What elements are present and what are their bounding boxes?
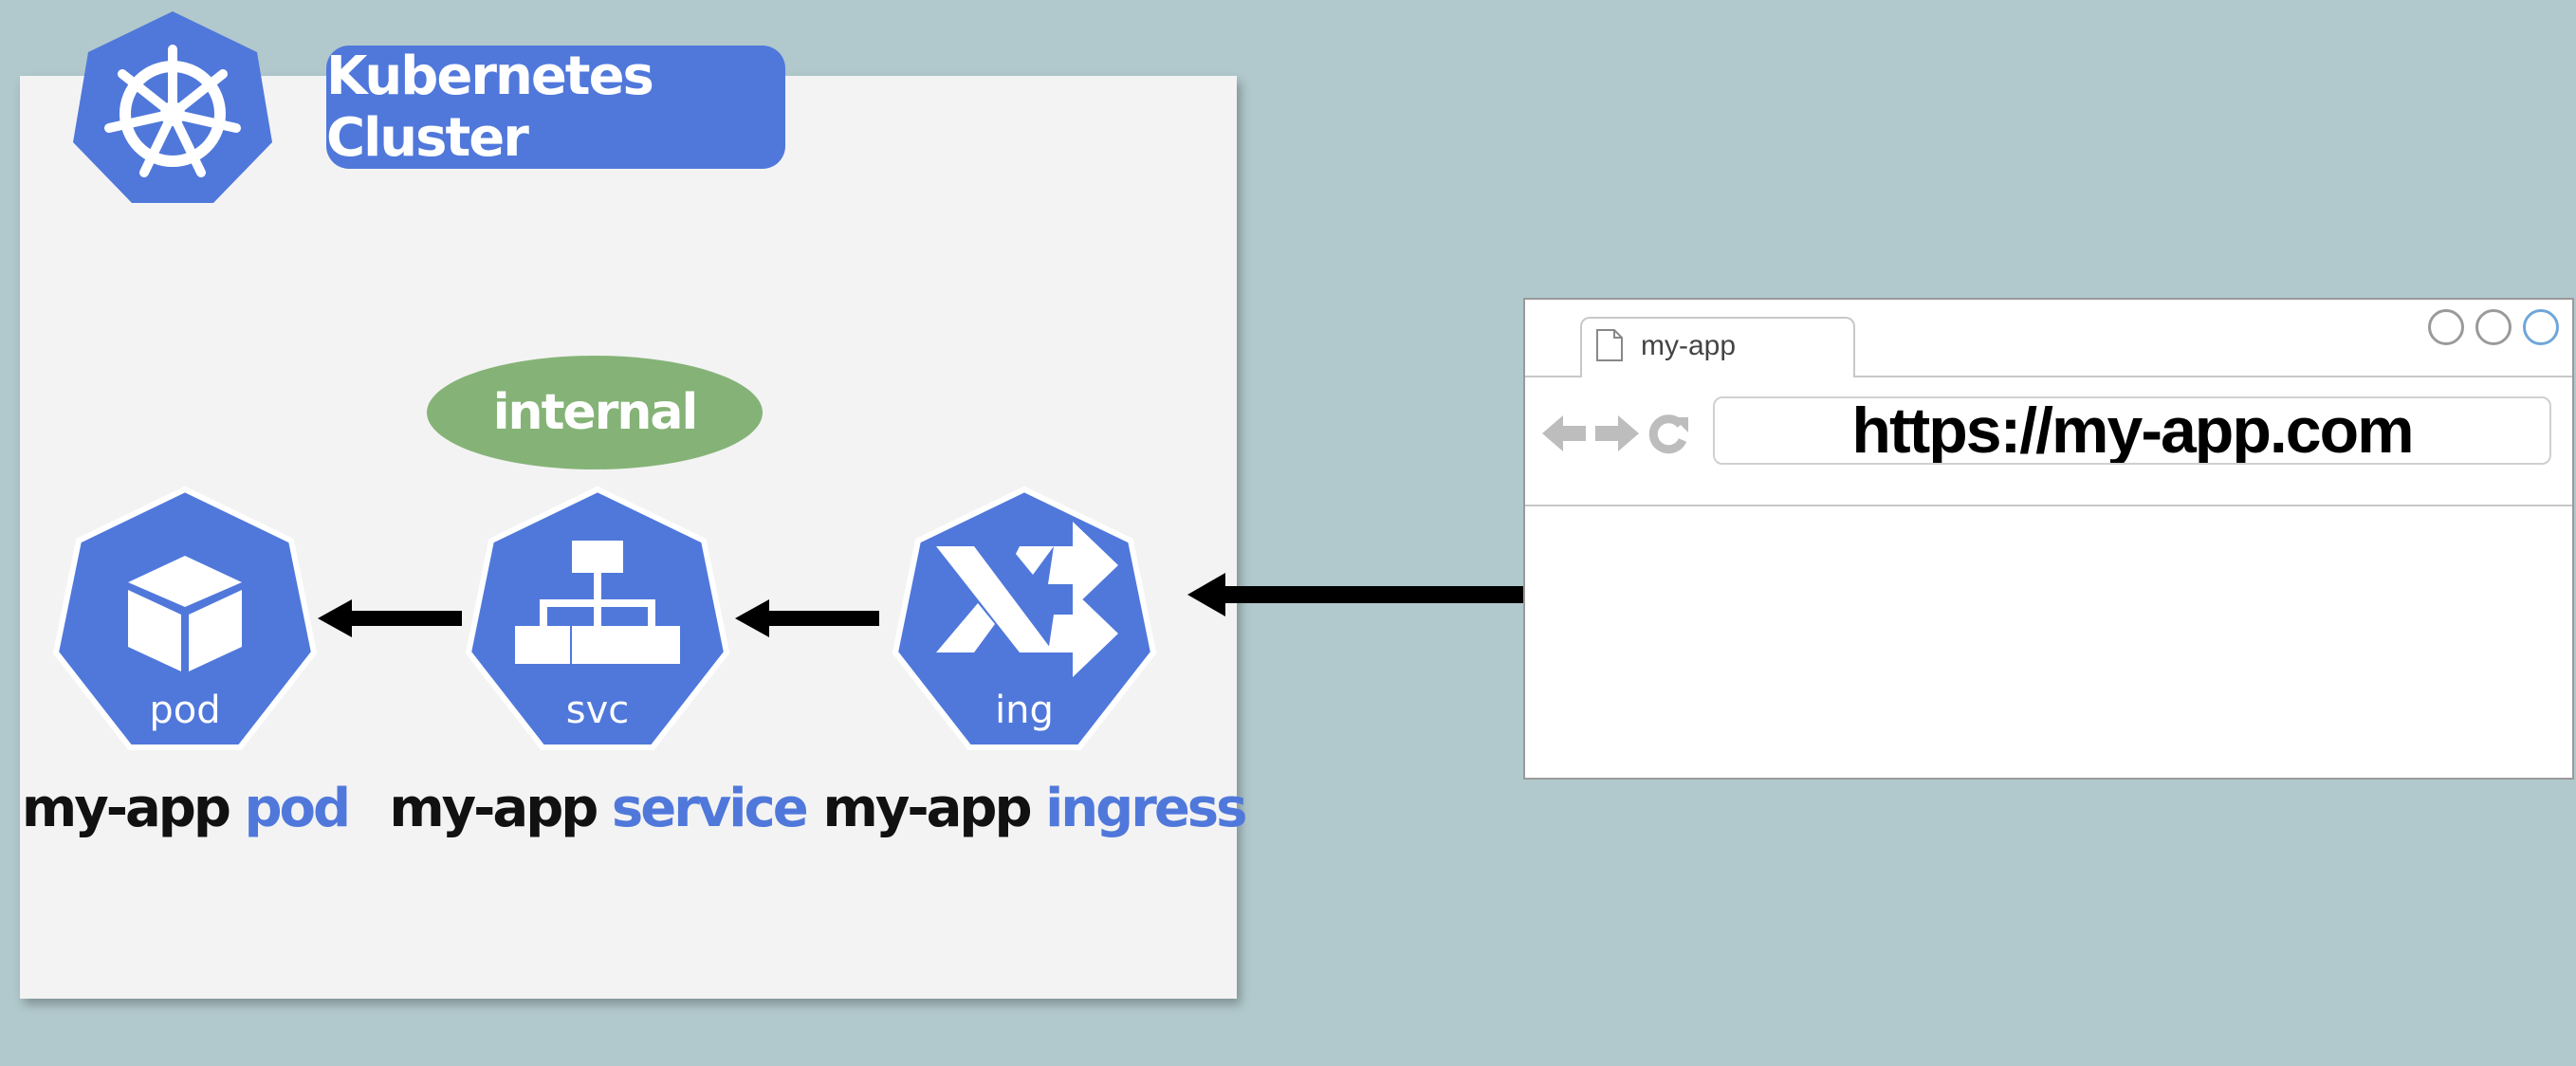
caption-name: my-app <box>822 778 1033 839</box>
caption-name: my-app <box>389 778 598 839</box>
caption-kind: pod <box>244 778 351 839</box>
service-caption: my-app service <box>379 778 816 839</box>
forward-arrow-icon[interactable] <box>1595 414 1639 453</box>
back-arrow-icon[interactable] <box>1542 414 1586 453</box>
window-control-circle[interactable] <box>2475 309 2512 345</box>
service-node: svc <box>465 486 730 750</box>
caption-kind: ingress <box>1045 778 1247 839</box>
caption-name: my-app <box>21 778 231 839</box>
browser-tab[interactable]: my-app <box>1580 317 1855 377</box>
browser-tab-bar: my-app <box>1525 300 2572 377</box>
cluster-label: Kubernetes Cluster <box>326 46 785 169</box>
cube-icon <box>128 556 242 671</box>
ingress-caption: my-app ingress <box>816 778 1252 839</box>
node-short-label: ing <box>995 689 1054 732</box>
window-control-circle[interactable] <box>2523 309 2559 345</box>
pod-node: pod <box>52 486 318 750</box>
tab-title: my-app <box>1641 330 1737 361</box>
arrow-left-icon <box>735 599 879 637</box>
browser-toolbar: https://my-app.com <box>1525 376 2572 506</box>
reload-icon[interactable] <box>1648 414 1690 455</box>
node-short-label: pod <box>149 689 220 732</box>
arrow-left-icon <box>1187 573 1561 616</box>
internal-badge: internal <box>427 356 763 469</box>
ingress-node: ing <box>892 486 1157 750</box>
caption-kind: service <box>611 778 809 839</box>
window-control-circle[interactable] <box>2428 309 2464 345</box>
url-field[interactable]: https://my-app.com <box>1713 396 2551 465</box>
network-tree-icon <box>515 541 680 664</box>
node-short-label: svc <box>566 689 630 732</box>
page-icon <box>1596 329 1623 361</box>
arrow-left-icon <box>318 599 462 637</box>
browser-window: my-app https://my-app.com <box>1523 298 2574 780</box>
shuffle-arrows-icon <box>936 522 1118 677</box>
kubernetes-logo-icon <box>73 11 272 203</box>
pod-caption: my-app pod <box>0 778 370 839</box>
